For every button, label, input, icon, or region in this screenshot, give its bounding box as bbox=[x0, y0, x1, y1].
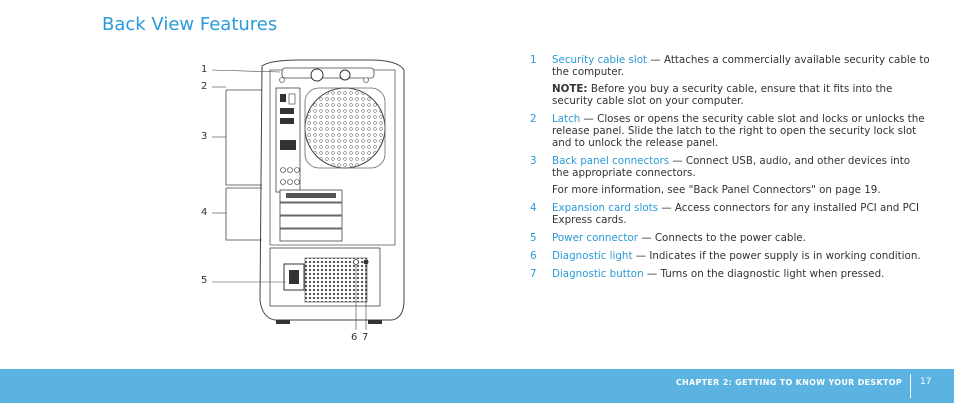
item-number: 6 bbox=[530, 250, 537, 262]
diagnostic-button bbox=[363, 259, 369, 265]
footer-divider bbox=[910, 374, 911, 398]
chassis-outline bbox=[259, 59, 405, 321]
item-desc: — Connects to the power cable. bbox=[638, 232, 806, 244]
item-desc: — Turns on the diagnostic light when pre… bbox=[643, 268, 885, 280]
feature-item: 3 Back panel connectors — Connect USB, a… bbox=[530, 155, 930, 196]
item-number: 3 bbox=[530, 155, 537, 167]
item-term: Expansion card slots bbox=[552, 202, 659, 214]
feature-item: 1 Security cable slot — Attaches a comme… bbox=[530, 54, 930, 107]
callout-6: 6 bbox=[351, 332, 358, 343]
callout-1: 1 bbox=[201, 64, 208, 75]
io-panel bbox=[275, 87, 301, 193]
page-number: 17 bbox=[920, 377, 932, 387]
item-term: Back panel connectors bbox=[552, 155, 670, 167]
page-title: Back View Features bbox=[102, 14, 278, 35]
security-slot bbox=[310, 68, 324, 82]
page-footer: CHAPTER 2: GETTING TO KNOW YOUR DESKTOP … bbox=[0, 369, 954, 403]
item-desc: — Closes or opens the security cable slo… bbox=[552, 113, 925, 149]
item-number: 4 bbox=[530, 202, 537, 214]
callout-5: 5 bbox=[201, 275, 208, 286]
feature-list: 1 Security cable slot — Attaches a comme… bbox=[530, 54, 930, 286]
item-term: Diagnostic button bbox=[552, 268, 644, 280]
callout-2: 2 bbox=[201, 81, 208, 92]
feature-item: 4 Expansion card slots — Access connecto… bbox=[530, 202, 930, 226]
latch bbox=[281, 67, 375, 79]
item-number: 2 bbox=[530, 113, 537, 125]
item-term: Power connector bbox=[552, 232, 638, 244]
callout-3: 3 bbox=[201, 131, 208, 142]
item-note: NOTE: Before you buy a security cable, e… bbox=[552, 83, 930, 107]
diagnostic-light bbox=[353, 259, 359, 265]
feature-item: 6 Diagnostic light — Indicates if the po… bbox=[530, 250, 930, 262]
power-connector bbox=[283, 263, 305, 291]
power-supply bbox=[269, 247, 381, 307]
callout-7: 7 bbox=[362, 332, 369, 343]
psu-grille bbox=[304, 257, 368, 303]
callout-4: 4 bbox=[201, 207, 208, 218]
feature-item: 7 Diagnostic button — Turns on the diagn… bbox=[530, 268, 930, 280]
item-number: 1 bbox=[530, 54, 537, 66]
item-term: Security cable slot bbox=[552, 54, 648, 66]
feature-item: 5 Power connector — Connects to the powe… bbox=[530, 232, 930, 244]
item-desc: — Indicates if the power supply is in wo… bbox=[632, 250, 921, 262]
feature-item: 2 Latch — Closes or opens the security c… bbox=[530, 113, 930, 149]
item-desc: — Attaches a commercially available secu… bbox=[552, 54, 930, 78]
item-desc: — Access connectors for any installed PC… bbox=[552, 202, 920, 226]
item-extra: For more information, see "Back Panel Co… bbox=[552, 184, 881, 196]
expansion-slots bbox=[279, 189, 343, 242]
item-number: 5 bbox=[530, 232, 537, 244]
item-desc: — Connect USB, audio, and other devices … bbox=[552, 155, 911, 179]
inner-panel bbox=[269, 69, 396, 246]
fan-grille bbox=[304, 87, 386, 169]
item-term: Latch bbox=[552, 113, 581, 125]
chapter-label: CHAPTER 2: GETTING TO KNOW YOUR DESKTOP bbox=[675, 378, 902, 387]
item-number: 7 bbox=[530, 268, 537, 280]
item-term: Diagnostic light bbox=[552, 250, 633, 262]
note-label: NOTE: bbox=[552, 83, 588, 95]
note-text: Before you buy a security cable, ensure … bbox=[552, 83, 893, 107]
